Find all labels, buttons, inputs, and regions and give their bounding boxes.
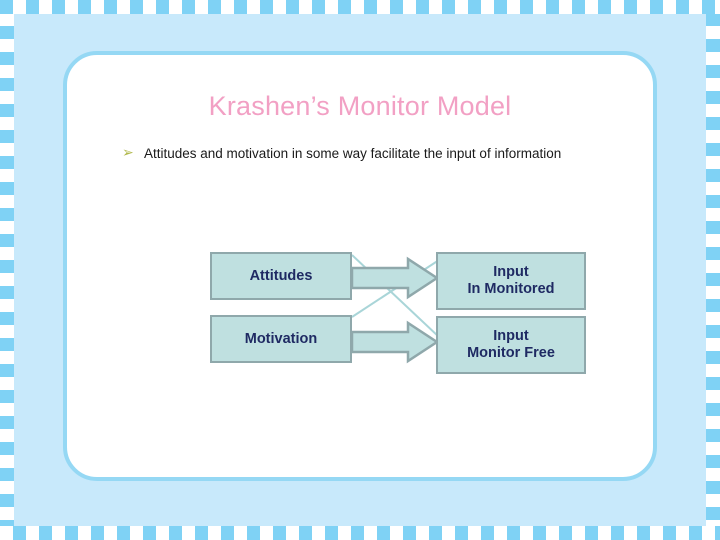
node-line-2: In Monitored bbox=[467, 281, 555, 297]
block-arrow-attitudes-to-input-monitored bbox=[350, 256, 440, 300]
node-line-2: Monitor Free bbox=[467, 345, 555, 361]
content-card: Krashen’s Monitor Model ➢ Attitudes and … bbox=[63, 51, 657, 481]
node-line-1: Input bbox=[493, 328, 529, 344]
crossing-lines bbox=[351, 254, 440, 338]
thin-line-attitudes-to-input-free bbox=[351, 254, 440, 338]
block-arrow-motivation-to-input-free bbox=[350, 320, 440, 364]
diagram-node-motivation: Motivation bbox=[210, 315, 352, 363]
bullet-list-item: ➢ Attitudes and motivation in some way f… bbox=[122, 144, 592, 163]
thin-line-motivation-to-input-monitored bbox=[351, 259, 440, 318]
page-title: Krashen’s Monitor Model bbox=[208, 91, 512, 121]
diagram-node-attitudes: Attitudes bbox=[210, 252, 352, 300]
diagram-node-input-monitored: Input In Monitored bbox=[436, 252, 586, 310]
node-line-1: Input bbox=[493, 264, 529, 280]
diagram-node-input-free: Input Monitor Free bbox=[436, 316, 586, 374]
bullet-item-text: Attitudes and motivation in some way fac… bbox=[144, 146, 562, 161]
arrow-bullet-icon: ➢ bbox=[122, 145, 134, 161]
